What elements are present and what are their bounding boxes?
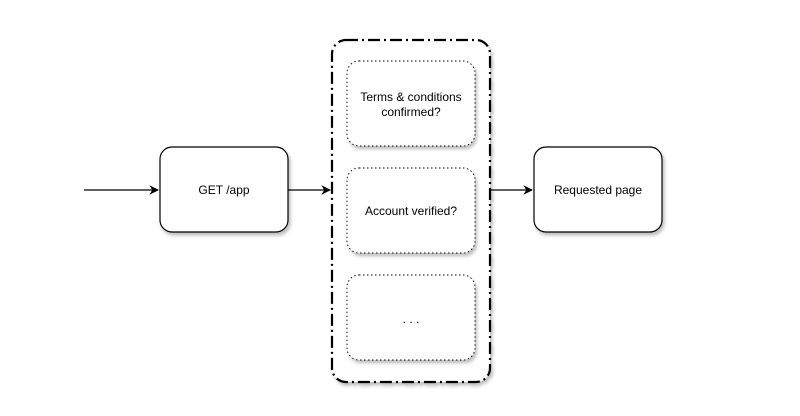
check-more-label: . . .: [403, 312, 420, 326]
check-account-node: Account verified?: [346, 167, 476, 254]
check-more-node: . . .: [346, 274, 476, 361]
request-node-label: GET /app: [198, 183, 249, 197]
check-account-label: Account verified?: [365, 204, 457, 218]
request-node: GET /app: [159, 146, 289, 233]
check-terms-node: Terms & conditions confirmed?: [346, 60, 476, 147]
check-terms-label-line2: confirmed?: [381, 105, 441, 119]
result-node-label: Requested page: [554, 183, 642, 197]
result-node: Requested page: [533, 146, 663, 233]
check-terms-label-line1: Terms & conditions: [360, 90, 461, 104]
